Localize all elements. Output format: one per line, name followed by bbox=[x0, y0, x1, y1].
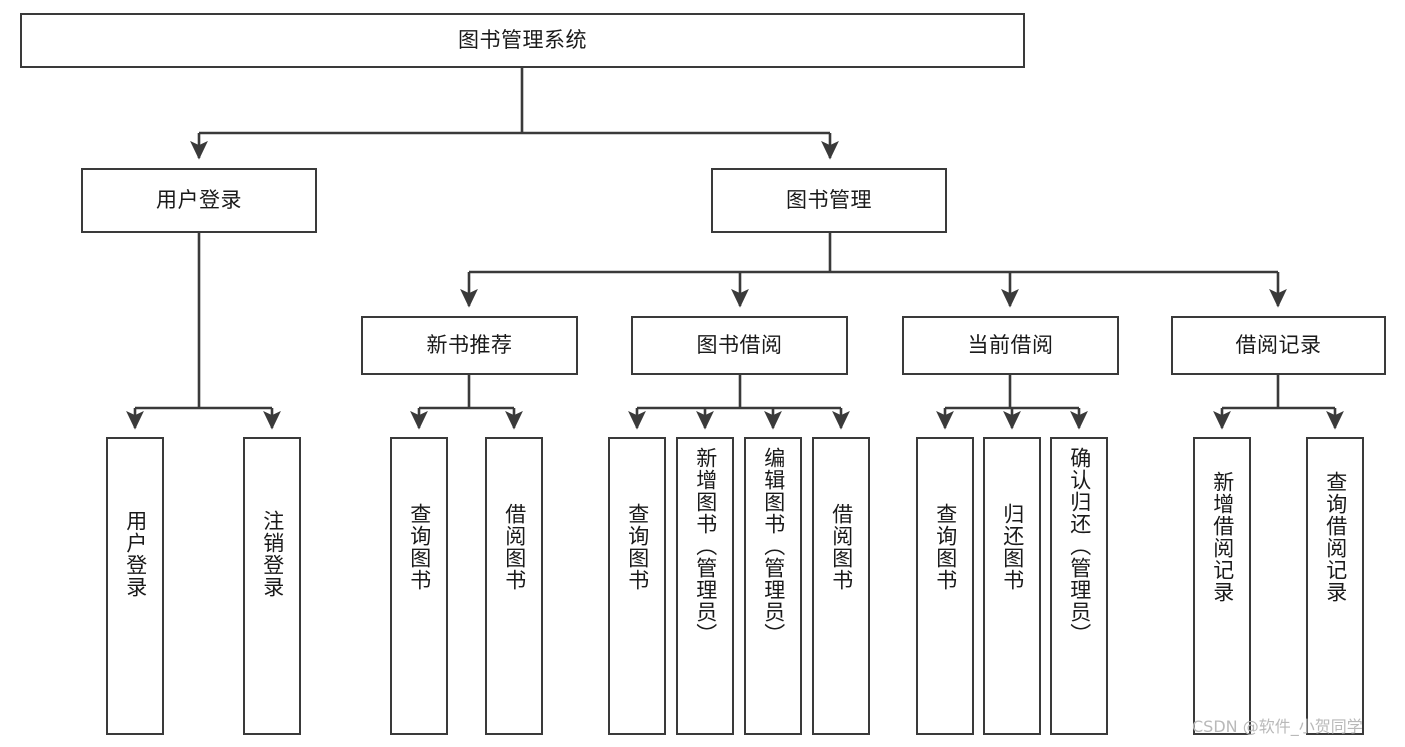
node-leaf-logout[interactable]: 注销登录 bbox=[243, 437, 301, 735]
node-borrow-record[interactable]: 借阅记录 bbox=[1171, 316, 1386, 375]
node-leaf-add-borrow-record-label: 新增借阅记录 bbox=[1210, 471, 1235, 603]
node-user-login[interactable]: 用户登录 bbox=[81, 168, 317, 233]
node-root[interactable]: 图书管理系统 bbox=[20, 13, 1025, 68]
node-leaf-query-book-label: 查询图书 bbox=[625, 503, 650, 591]
node-leaf-query-borrow-record-label: 查询借阅记录 bbox=[1323, 471, 1348, 603]
node-user-login-label: 用户登录 bbox=[156, 188, 242, 213]
node-leaf-borrow-book-label: 借阅图书 bbox=[829, 503, 854, 591]
node-leaf-add-borrow-record[interactable]: 新增借阅记录 bbox=[1193, 437, 1251, 735]
node-book-management[interactable]: 图书管理 bbox=[711, 168, 947, 233]
node-book-borrow-label: 图书借阅 bbox=[696, 333, 783, 358]
node-current-borrow-label: 当前借阅 bbox=[967, 333, 1054, 358]
node-book-management-label: 图书管理 bbox=[786, 188, 872, 213]
node-leaf-query-book-current[interactable]: 查询图书 bbox=[916, 437, 974, 735]
node-leaf-query-book[interactable]: 查询图书 bbox=[608, 437, 666, 735]
node-root-label: 图书管理系统 bbox=[458, 28, 587, 53]
node-current-borrow[interactable]: 当前借阅 bbox=[902, 316, 1119, 375]
node-borrow-record-label: 借阅记录 bbox=[1235, 333, 1322, 358]
node-new-book-recommend-label: 新书推荐 bbox=[426, 333, 513, 358]
node-leaf-query-book-current-label: 查询图书 bbox=[933, 503, 958, 591]
node-leaf-confirm-return-admin[interactable]: 确认归还（管理员） bbox=[1050, 437, 1108, 735]
node-leaf-return-book-label: 归还图书 bbox=[1000, 503, 1025, 591]
node-leaf-borrow-book-recommend[interactable]: 借阅图书 bbox=[485, 437, 543, 735]
node-book-borrow[interactable]: 图书借阅 bbox=[631, 316, 848, 375]
node-leaf-logout-label: 注销登录 bbox=[260, 510, 285, 598]
node-leaf-confirm-return-admin-label: 确认归还（管理员） bbox=[1067, 447, 1092, 645]
node-leaf-edit-book-admin-label: 编辑图书（管理员） bbox=[761, 447, 786, 645]
node-new-book-recommend[interactable]: 新书推荐 bbox=[361, 316, 578, 375]
node-leaf-add-book-admin[interactable]: 新增图书（管理员） bbox=[676, 437, 734, 735]
csdn-watermark: CSDN @软件_小贺同学 bbox=[1192, 717, 1363, 736]
node-leaf-add-book-admin-label: 新增图书（管理员） bbox=[693, 447, 718, 645]
node-leaf-user-login-label: 用户登录 bbox=[123, 510, 148, 598]
node-leaf-borrow-book[interactable]: 借阅图书 bbox=[812, 437, 870, 735]
node-leaf-query-book-recommend[interactable]: 查询图书 bbox=[390, 437, 448, 735]
node-leaf-borrow-book-recommend-label: 借阅图书 bbox=[502, 503, 527, 591]
node-leaf-edit-book-admin[interactable]: 编辑图书（管理员） bbox=[744, 437, 802, 735]
node-leaf-query-book-recommend-label: 查询图书 bbox=[407, 503, 432, 591]
node-leaf-return-book[interactable]: 归还图书 bbox=[983, 437, 1041, 735]
node-leaf-query-borrow-record[interactable]: 查询借阅记录 bbox=[1306, 437, 1364, 735]
node-leaf-user-login[interactable]: 用户登录 bbox=[106, 437, 164, 735]
